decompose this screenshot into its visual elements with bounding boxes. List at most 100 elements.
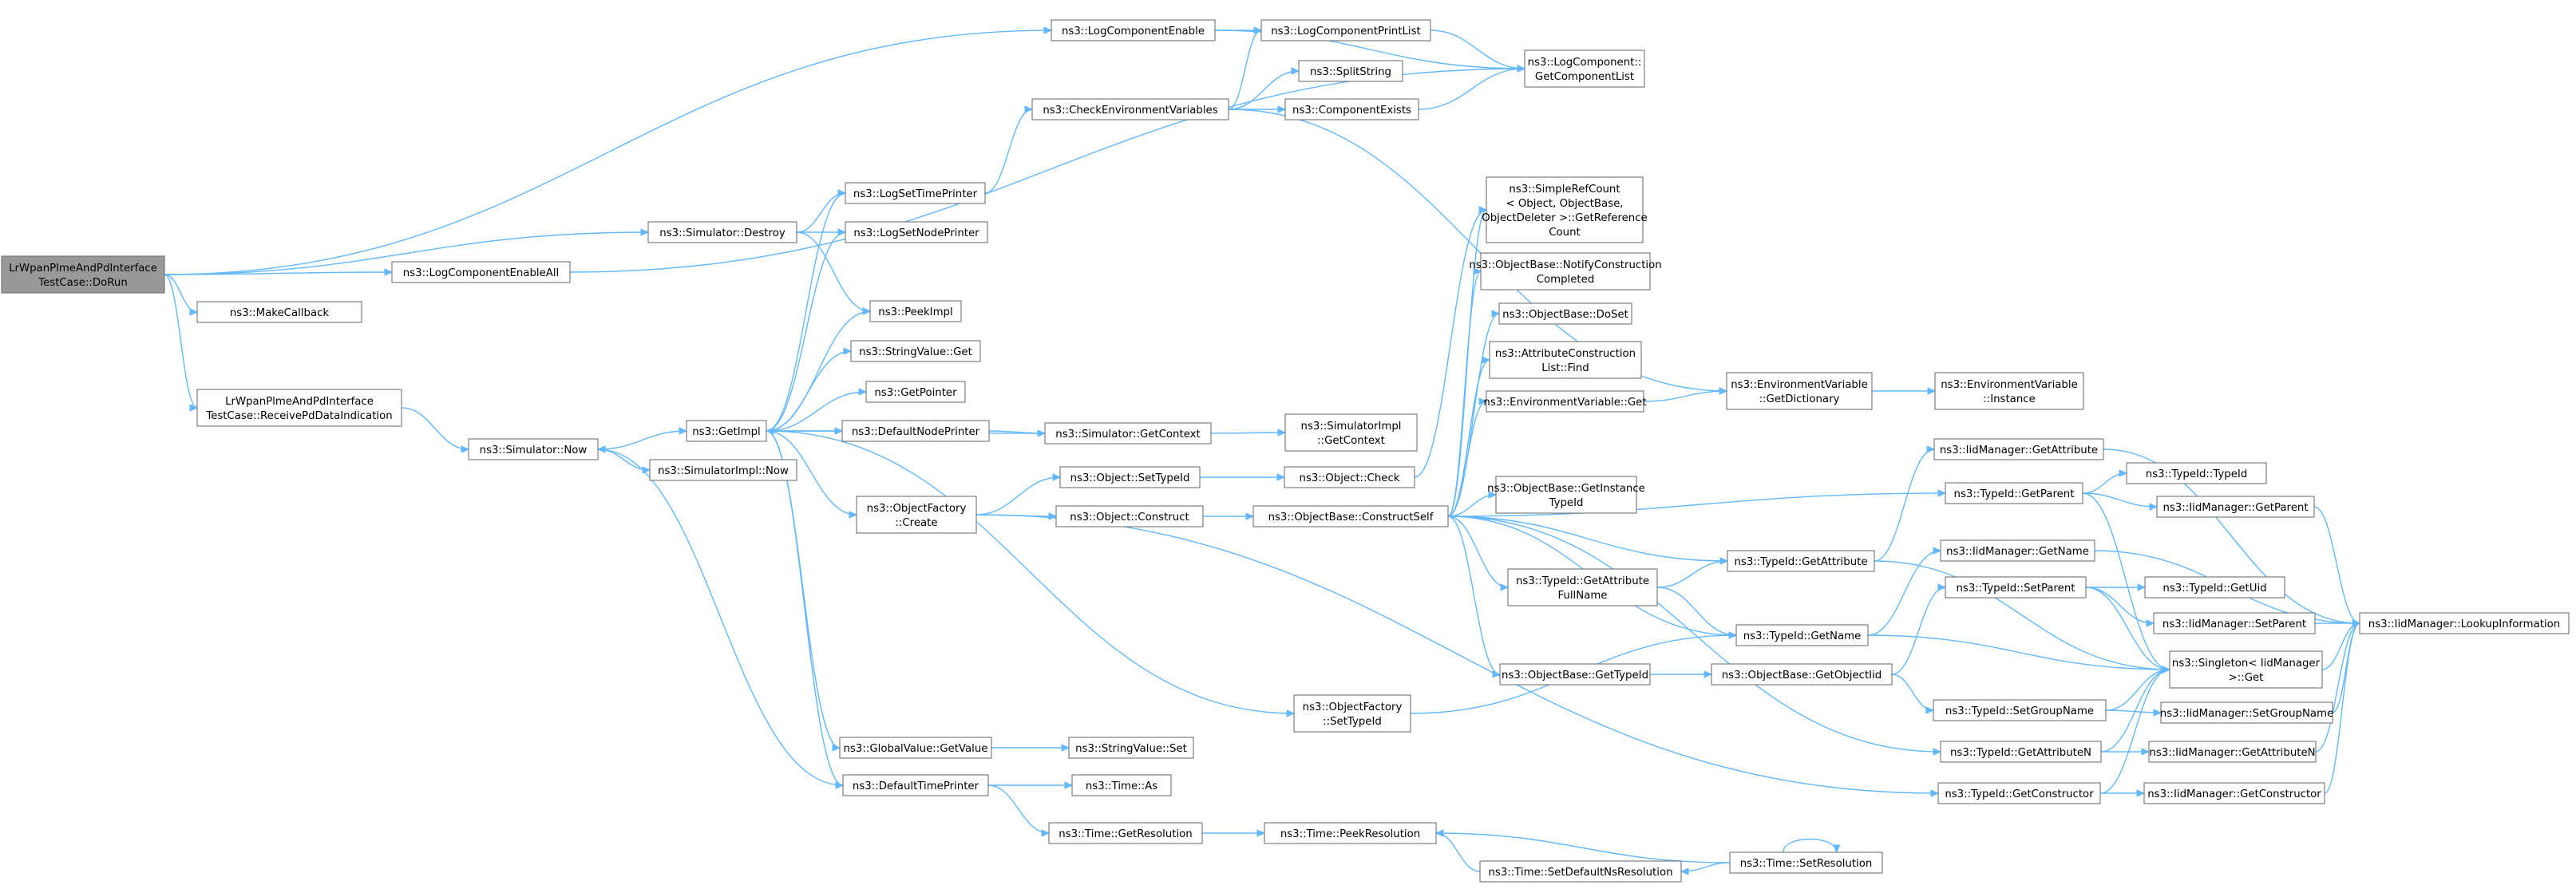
node-object-base-get-object-iid[interactable]: ns3::ObjectBase::GetObjectIid: [1711, 663, 1893, 686]
node-type-id-type-id[interactable]: ns3::TypeId::TypeId: [2126, 462, 2267, 484]
node-string-value-get[interactable]: ns3::StringValue::Get: [850, 340, 981, 362]
node-iid-get-attribute-n[interactable]: ns3::IidManager::GetAttributeN: [2148, 741, 2317, 763]
node-time-as[interactable]: ns3::Time::As: [1071, 774, 1172, 796]
node-label: ns3::IidManager::SetParent: [2162, 618, 2306, 630]
node-default-node-printer[interactable]: ns3::DefaultNodePrinter: [841, 420, 990, 442]
node-simulator-now[interactable]: ns3::Simulator::Now: [468, 438, 599, 460]
node-log-component-get-list[interactable]: ns3::LogComponent::GetComponentList: [1524, 49, 1645, 88]
node-time-set-resolution[interactable]: ns3::Time::SetResolution: [1729, 851, 1883, 874]
node-time-get-resolution[interactable]: ns3::Time::GetResolution: [1048, 822, 1203, 844]
node-box: [196, 301, 362, 323]
edge-arrowhead: [2137, 583, 2147, 591]
node-simulator-impl-get-context[interactable]: ns3::SimulatorImpl::GetContext: [1284, 413, 1418, 452]
edge-arrowhead: [596, 445, 606, 453]
node-box: [842, 774, 989, 796]
node-label: GetComponentList: [1535, 71, 1634, 83]
node-iid-get-name[interactable]: ns3::IidManager::GetName: [1940, 539, 2095, 562]
node-simple-ref-count[interactable]: ns3::SimpleRefCount< Object, ObjectBase,…: [1482, 176, 1648, 243]
edge-arrowhead: [1937, 583, 1947, 591]
node-check-env-vars[interactable]: ns3::CheckEnvironmentVariables: [1031, 98, 1229, 121]
node-label: ns3::ObjectBase::GetInstance: [1487, 483, 1645, 495]
node-iid-lookup-information[interactable]: ns3::IidManager::LookupInformation: [2359, 612, 2570, 634]
node-simulator-destroy[interactable]: ns3::Simulator::Destroy: [647, 221, 797, 243]
node-object-factory-set-type-id[interactable]: ns3::ObjectFactory::SetTypeId: [1293, 694, 1411, 733]
node-type-id-get-attribute-n[interactable]: ns3::TypeId::GetAttributeN: [1940, 741, 2102, 763]
node-type-id-set-group-name[interactable]: ns3::TypeId::SetGroupName: [1933, 699, 2107, 721]
node-peek-impl[interactable]: ns3::PeekImpl: [869, 300, 962, 322]
node-type-id-get-uid[interactable]: ns3::TypeId::GetUid: [2144, 576, 2285, 599]
node-box: [2143, 782, 2325, 804]
node-label: ns3::TypeId::GetConstructor: [1945, 788, 2094, 800]
node-notify-construction[interactable]: ns3::ObjectBase::NotifyConstructionCompl…: [1469, 252, 1662, 290]
node-object-construct[interactable]: ns3::Object::Construct: [1055, 505, 1204, 527]
edge-root-to-simulator_destroy: [164, 228, 650, 275]
node-type-id-get-name[interactable]: ns3::TypeId::GetName: [1735, 624, 1869, 646]
node-construct-self[interactable]: ns3::ObjectBase::ConstructSelf: [1252, 505, 1449, 527]
node-default-time-printer[interactable]: ns3::DefaultTimePrinter: [842, 774, 989, 796]
node-component-exists[interactable]: ns3::ComponentExists: [1284, 98, 1419, 121]
node-make-callback[interactable]: ns3::MakeCallback: [196, 301, 362, 323]
node-log-set-time-printer[interactable]: ns3::LogSetTimePrinter: [845, 182, 986, 204]
edge-arrowhead: [2146, 619, 2155, 627]
node-env-var-get[interactable]: ns3::EnvironmentVariable::Get: [1483, 390, 1647, 413]
node-object-base-do-set[interactable]: ns3::ObjectBase::DoSet: [1498, 302, 1632, 325]
edge-line: [597, 448, 844, 786]
node-box: [1252, 505, 1449, 527]
node-singleton-get[interactable]: ns3::Singleton< IidManager>::Get: [2169, 650, 2323, 689]
node-global-value-get-value[interactable]: ns3::GlobalValue::GetValue: [839, 737, 992, 759]
node-type-id-get-parent[interactable]: ns3::TypeId::GetParent: [1945, 482, 2083, 504]
edge-type_id_get_attribute_n-to-iid_get_attribute_n: [2101, 748, 2151, 756]
edge-arrowhead: [384, 268, 394, 276]
node-label: ns3::Simulator::Destroy: [659, 227, 785, 239]
edge-arrowhead: [832, 744, 841, 752]
node-env-var-instance[interactable]: ns3::EnvironmentVariable::Instance: [1934, 372, 2084, 410]
edge-arrowhead: [2141, 748, 2151, 756]
edge-line: [164, 30, 1052, 275]
edge-object_check-to-simple_ref_count: [1414, 206, 1488, 478]
edge-time_set_resolution-to-time_peek_resolution: [1434, 829, 1731, 863]
node-log-component-enable-all[interactable]: ns3::LogComponentEnableAll: [391, 261, 571, 283]
edge-line: [766, 231, 846, 432]
node-object-check[interactable]: ns3::Object::Check: [1284, 466, 1415, 488]
node-time-set-default-ns-resolution[interactable]: ns3::Time::SetDefaultNsResolution: [1479, 860, 1682, 883]
node-time-peek-resolution[interactable]: ns3::Time::PeekResolution: [1264, 822, 1437, 844]
node-simulator-get-context[interactable]: ns3::Simulator::GetContext: [1044, 422, 1212, 444]
node-object-base-get-type-id[interactable]: ns3::ObjectBase::GetTypeId: [1499, 663, 1651, 686]
node-split-string[interactable]: ns3::SplitString: [1298, 60, 1403, 82]
node-iid-set-parent[interactable]: ns3::IidManager::SetParent: [2153, 612, 2316, 634]
node-iid-set-group-name[interactable]: ns3::IidManager::SetGroupName: [2160, 701, 2333, 724]
edge-line: [1418, 68, 1525, 110]
node-string-value-set[interactable]: ns3::StringValue::Set: [1068, 737, 1194, 759]
node-iid-get-parent[interactable]: ns3::IidManager::GetParent: [2156, 496, 2315, 518]
node-label: ns3::IidManager::GetParent: [2162, 502, 2308, 514]
node-env-var-get-dictionary[interactable]: ns3::EnvironmentVariable::GetDictionary: [1726, 372, 1873, 410]
node-simulator-impl-now[interactable]: ns3::SimulatorImpl::Now: [649, 459, 797, 481]
node-log-component-enable[interactable]: ns3::LogComponentEnable: [1051, 19, 1216, 41]
node-receive-pd[interactable]: LrWpanPlmeAndPdInterfaceTestCase::Receiv…: [196, 389, 402, 427]
node-object-factory-create[interactable]: ns3::ObjectFactory::Create: [856, 496, 977, 534]
edge-construct_self-to-type_id_get_attr_full_name: [1447, 516, 1510, 591]
node-get-pointer[interactable]: ns3::GetPointer: [865, 381, 966, 403]
edge-line: [1447, 516, 1728, 562]
edge-line: [2082, 492, 2170, 670]
node-box: [869, 300, 962, 322]
node-get-impl[interactable]: ns3::GetImpl: [686, 420, 767, 442]
node-iid-get-constructor[interactable]: ns3::IidManager::GetConstructor: [2143, 782, 2325, 804]
node-type-id-get-attribute[interactable]: ns3::TypeId::GetAttribute: [1727, 550, 1875, 572]
node-object-set-type-id[interactable]: ns3::Object::SetTypeId: [1059, 466, 1201, 488]
node-box: [2169, 650, 2323, 689]
edge-construct_self-to-type_id_get_attribute: [1447, 516, 1729, 565]
edge-object_base_get_type_id-to-object_base_get_object_iid: [1649, 670, 1713, 678]
node-label: ns3::Time::PeekResolution: [1280, 828, 1420, 840]
node-type-id-set-parent[interactable]: ns3::TypeId::SetParent: [1945, 576, 2087, 599]
edge-line: [766, 430, 1295, 714]
node-log-component-print-list[interactable]: ns3::LogComponentPrintList: [1260, 19, 1431, 41]
node-type-id-get-constructor[interactable]: ns3::TypeId::GetConstructor: [1937, 782, 2101, 804]
node-iid-get-attribute[interactable]: ns3::IidManager::GetAttribute: [1933, 438, 2104, 460]
node-log-set-node-printer[interactable]: ns3::LogSetNodePrinter: [845, 221, 988, 243]
